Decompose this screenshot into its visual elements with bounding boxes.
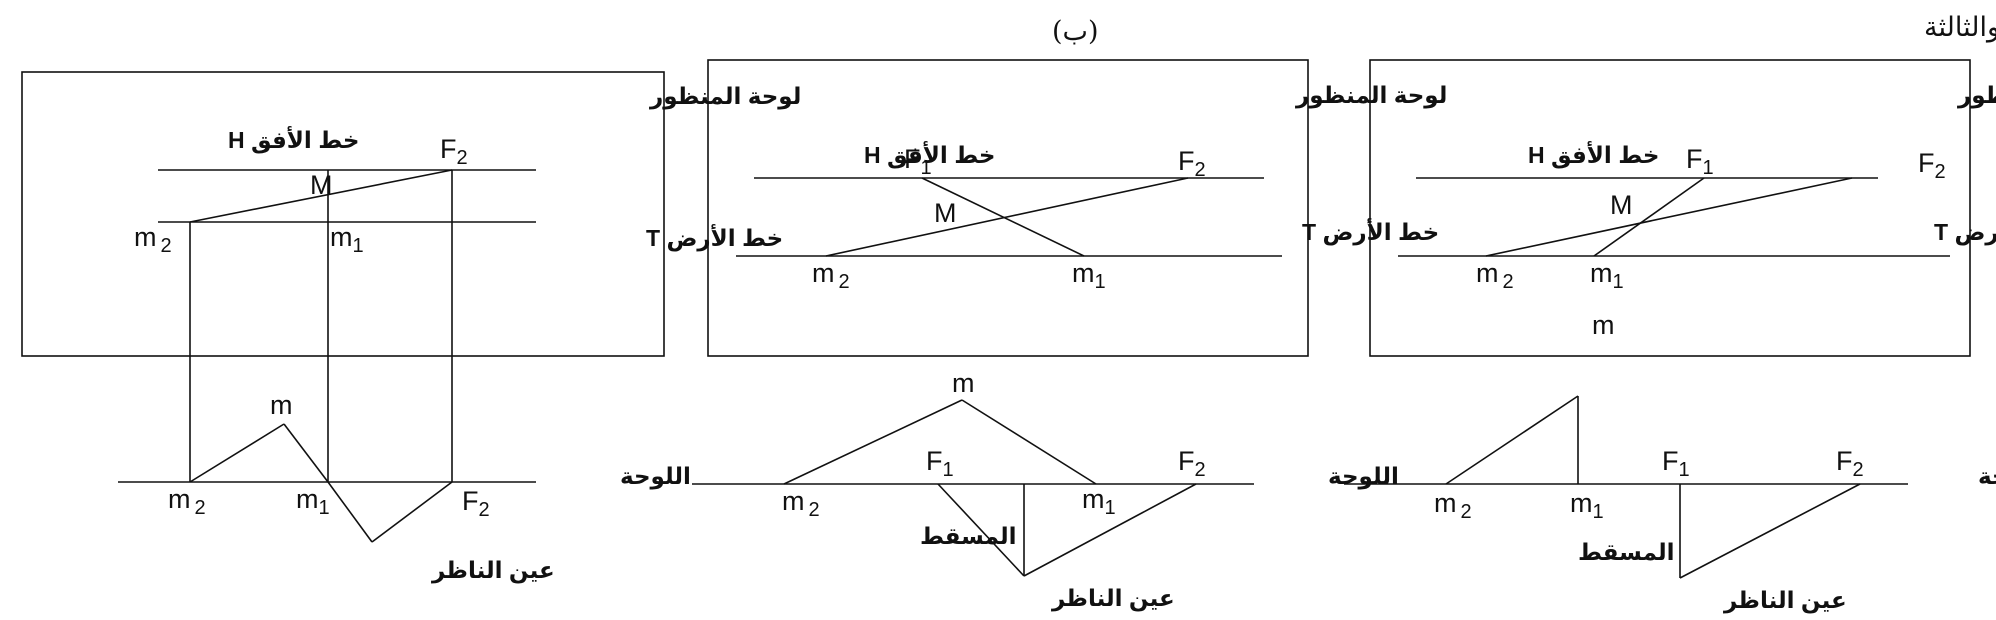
- panel-a-M-label: M: [1610, 190, 1633, 220]
- panel-c-picture-plane-label: لوحة المنظور: [649, 83, 801, 110]
- panel-b-plan-f1-label: F1: [926, 446, 954, 481]
- panel-a-f2-label: F2: [1918, 148, 1946, 183]
- panel-b-line-m2-f2: [825, 177, 1189, 257]
- panel-c-plan-m-m1: [283, 423, 329, 483]
- panel-a-plan-f1-label: F1: [1662, 446, 1690, 481]
- panel-b-plan-f2-label: F2: [1178, 446, 1206, 481]
- panel-a-m-label: m: [1592, 310, 1615, 340]
- panel-b-picture-frame: [707, 59, 1309, 357]
- panel-c-m1-label: m1: [330, 222, 364, 257]
- panel-c-ground-label: خط الأرض T: [646, 223, 783, 252]
- panel-a-line-m1-f1: [1593, 177, 1705, 257]
- panel-c-plan-m-label: m: [270, 390, 293, 420]
- panel-a-picture-plane-label: لوحة المنظور: [1957, 82, 1996, 109]
- panel-a-plan-m1-label: m1: [1570, 488, 1604, 523]
- panel-c-M-label: M: [310, 170, 333, 200]
- panel-b-plan-label: اللوحة: [1328, 463, 1399, 490]
- panel-b-line-f1-m1: [921, 177, 1085, 257]
- panel-a-f1-label: F1: [1686, 144, 1714, 179]
- panel-b: لوحة المنظور خط الأفق H خط الأرض T F1 F2…: [692, 59, 1447, 612]
- panel-a-line-m2-f2: [1485, 177, 1853, 257]
- panel-c-plan-eye-f2: [371, 481, 453, 543]
- panel-c-plan-f2-label: F2: [462, 486, 490, 521]
- panel-a-eye-label: عين الناظر: [1723, 587, 1847, 614]
- panel-c-plan-m1-eye: [327, 481, 373, 543]
- panel-c-f2-label: F2: [440, 134, 468, 169]
- panel-b-horizon-label: خط الأفق H: [864, 140, 995, 169]
- panel-a-plan-f2-label: F2: [1836, 446, 1864, 481]
- panel-c: لوحة المنظور خط الأفق H خط الأرض T F2 M …: [21, 71, 801, 584]
- panel-b-m1-label: m1: [1072, 258, 1106, 293]
- panel-b-f1-label: F1: [904, 144, 932, 179]
- panel-c-plan-label: اللوحة: [620, 463, 691, 490]
- caption-a: (ا) المرحلتان الثانية والثالثة: [1924, 12, 1996, 43]
- panel-a-ground-label: خط الأرض T: [1934, 217, 1996, 246]
- panel-b-plan-eye-f2: [1023, 483, 1197, 577]
- caption-b: (ب): [1052, 16, 1099, 47]
- panel-c-line-m2-f2: [189, 169, 453, 223]
- panel-a-plan-eye-f2: [1679, 483, 1861, 579]
- panel-c-horizon-label: خط الأفق H: [228, 125, 359, 154]
- panel-b-eye-label: عين الناظر: [1051, 585, 1175, 612]
- panel-b-picture-plane-label: لوحة المنظور: [1295, 82, 1447, 109]
- panel-a-horizon-label: خط الأفق H: [1528, 140, 1659, 169]
- panel-c-picture-frame: [21, 71, 665, 357]
- panel-a-projection-label: المسقط: [1578, 539, 1675, 565]
- panel-c-eye-label: عين الناظر: [431, 557, 555, 584]
- panel-a-m1-label: m1: [1590, 258, 1624, 293]
- panel-b-f2-label: F2: [1178, 146, 1206, 181]
- panel-a-picture-frame: [1369, 59, 1971, 357]
- panel-b-ground-label: خط الأرض T: [1302, 217, 1439, 246]
- panel-c-plan-m1-label: m1: [296, 484, 330, 519]
- panel-c-plan-m2-m: [189, 423, 285, 483]
- panel-a: لوحة المنظور خط الأفق H خط الأرض T F1 F2…: [1344, 59, 1996, 614]
- panel-b-plan-m1-label: m1: [1082, 484, 1116, 519]
- panel-b-projection-label: المسقط: [920, 523, 1017, 549]
- panel-b-plan-f1-eye: [937, 483, 1025, 577]
- panel-b-plan-m-label: m: [952, 368, 975, 398]
- panel-b-plan-m-m1: [961, 399, 1097, 485]
- panel-b-M-label: M: [934, 198, 957, 228]
- panel-b-plan-m2-m: [783, 399, 963, 485]
- panel-a-plan-m2-m: [1445, 395, 1579, 485]
- panel-a-plan-label: اللوحة: [1978, 463, 1996, 490]
